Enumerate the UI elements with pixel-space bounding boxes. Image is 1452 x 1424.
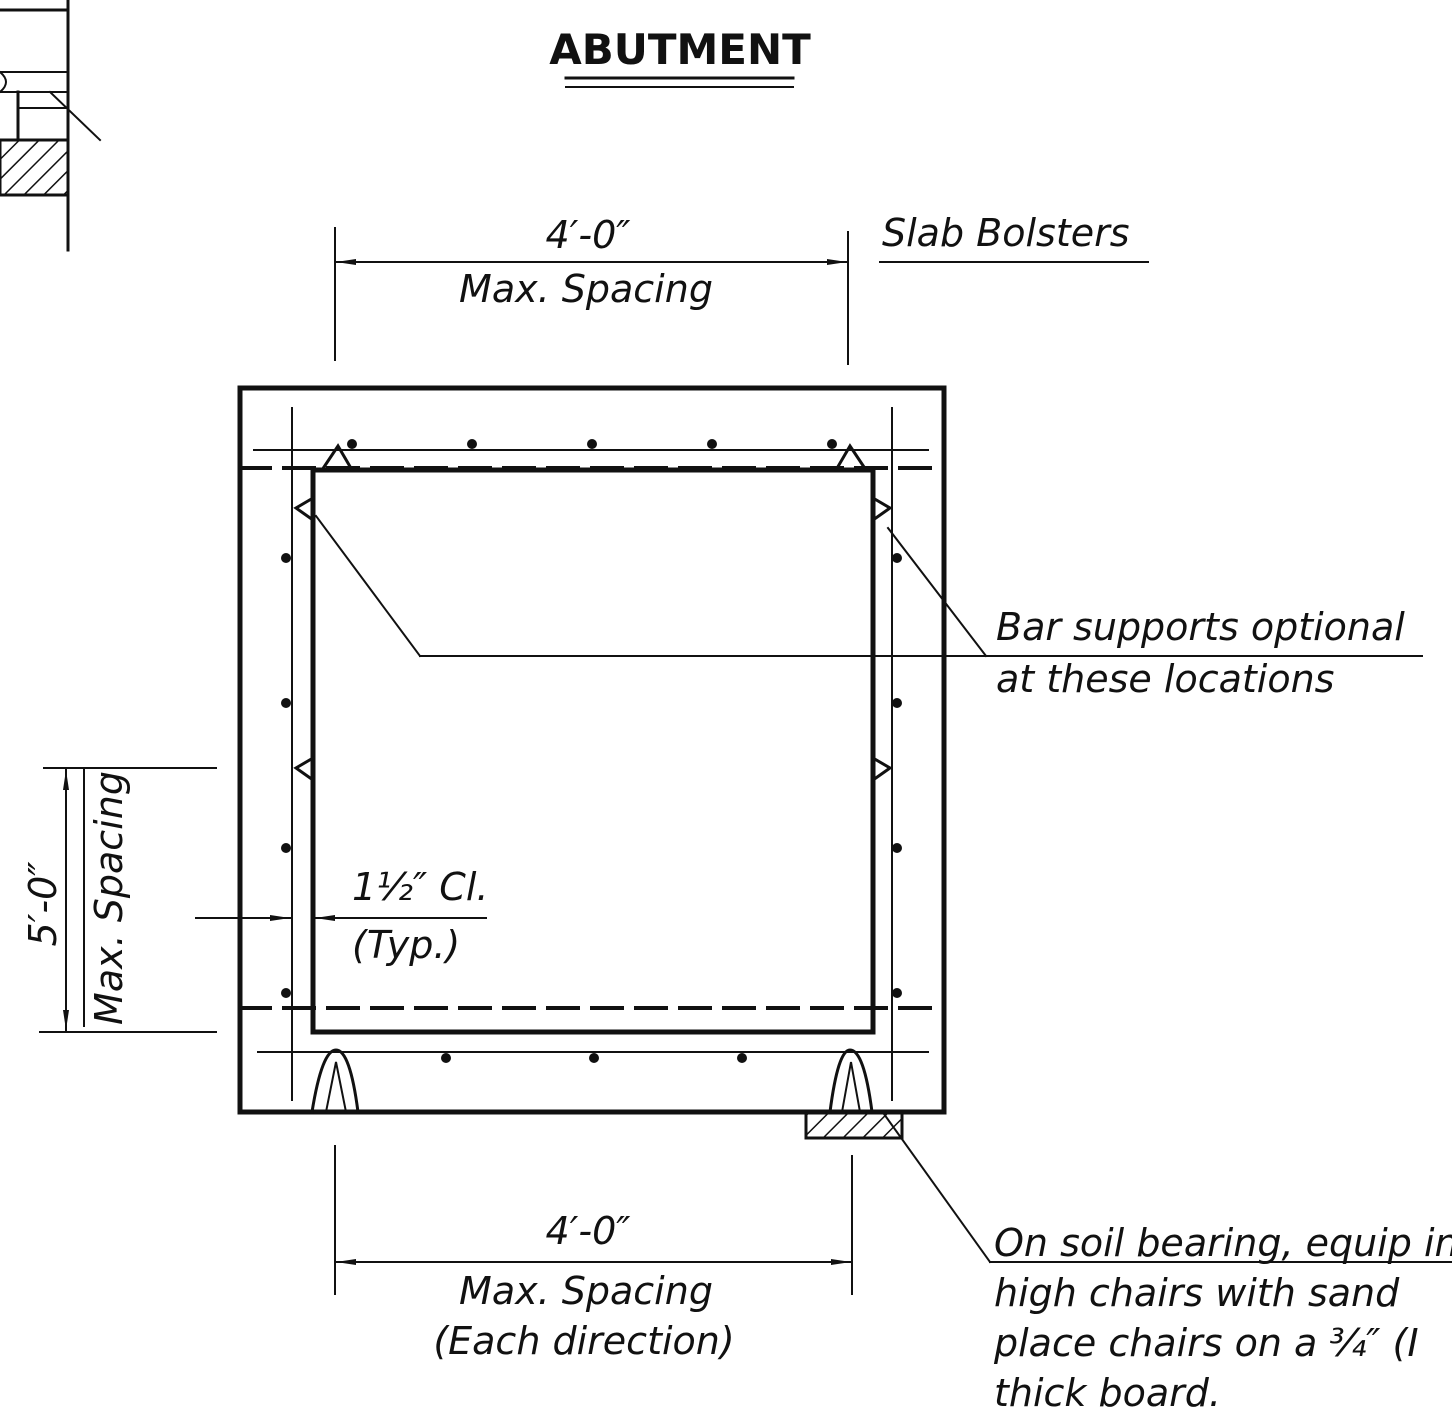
bottom-dim-note: Max. Spacing bbox=[459, 1269, 713, 1313]
top-bolster-right bbox=[833, 443, 869, 473]
bottom-dim-value: 4′-0″ bbox=[546, 1209, 631, 1253]
bar-support-left-upper bbox=[293, 495, 316, 523]
top-bolster-left bbox=[319, 443, 355, 473]
hatched-board bbox=[804, 1110, 904, 1140]
left-rebar-dots bbox=[281, 553, 291, 998]
bar-supports-callout: Bar supports optional at these locations bbox=[314, 514, 1423, 701]
top-dim-value: 4′-0″ bbox=[546, 213, 631, 257]
soil-bearing-callout: On soil bearing, equip in high chairs wi… bbox=[882, 1112, 1452, 1415]
bar-support-right-upper bbox=[870, 495, 893, 523]
page-title: ABUTMENT bbox=[549, 25, 811, 74]
high-chair-right-inner bbox=[840, 1061, 862, 1114]
bar-support-right-lower bbox=[870, 755, 893, 783]
soil-line4: thick board. bbox=[994, 1371, 1221, 1415]
bar-supports-line1: Bar supports optional bbox=[996, 605, 1405, 649]
top-rebar-dots bbox=[347, 439, 837, 449]
soil-line1: On soil bearing, equip in bbox=[994, 1221, 1452, 1265]
right-rebar-dots bbox=[892, 553, 902, 998]
partial-detail-top-left bbox=[0, 0, 102, 252]
high-chair-left-inner bbox=[324, 1061, 348, 1114]
clear-cover-typ: (Typ.) bbox=[352, 923, 460, 967]
soil-line3: place chairs on a ¾″ (I bbox=[993, 1321, 1419, 1365]
bar-support-left-lower bbox=[293, 755, 316, 783]
bottom-dimension: 4′-0″ Max. Spacing (Each direction) bbox=[334, 1145, 853, 1363]
high-chair-left bbox=[310, 1048, 360, 1114]
high-chair-right bbox=[828, 1048, 874, 1114]
bottom-dim-note2: (Each direction) bbox=[433, 1319, 734, 1363]
left-dim-note: Max. Spacing bbox=[87, 771, 131, 1025]
left-dim-value: 5′-0″ bbox=[21, 862, 65, 947]
left-dimension: 5′-0″ Max. Spacing bbox=[21, 767, 217, 1033]
bar-supports-line2: at these locations bbox=[996, 657, 1334, 701]
top-dimension: 4′-0″ Max. Spacing bbox=[334, 213, 849, 365]
clear-cover-dimension: 1½″ Cl. (Typ.) bbox=[195, 865, 488, 967]
hatched-footing bbox=[0, 138, 70, 197]
slab-bolsters-label: Slab Bolsters bbox=[882, 211, 1130, 255]
concrete-section bbox=[237, 385, 947, 1140]
soil-line2: high chairs with sand bbox=[994, 1271, 1400, 1315]
clear-cover-label: 1½″ Cl. bbox=[352, 865, 488, 909]
bottom-rebar-dots bbox=[441, 1053, 747, 1063]
top-dim-note: Max. Spacing bbox=[459, 267, 713, 311]
